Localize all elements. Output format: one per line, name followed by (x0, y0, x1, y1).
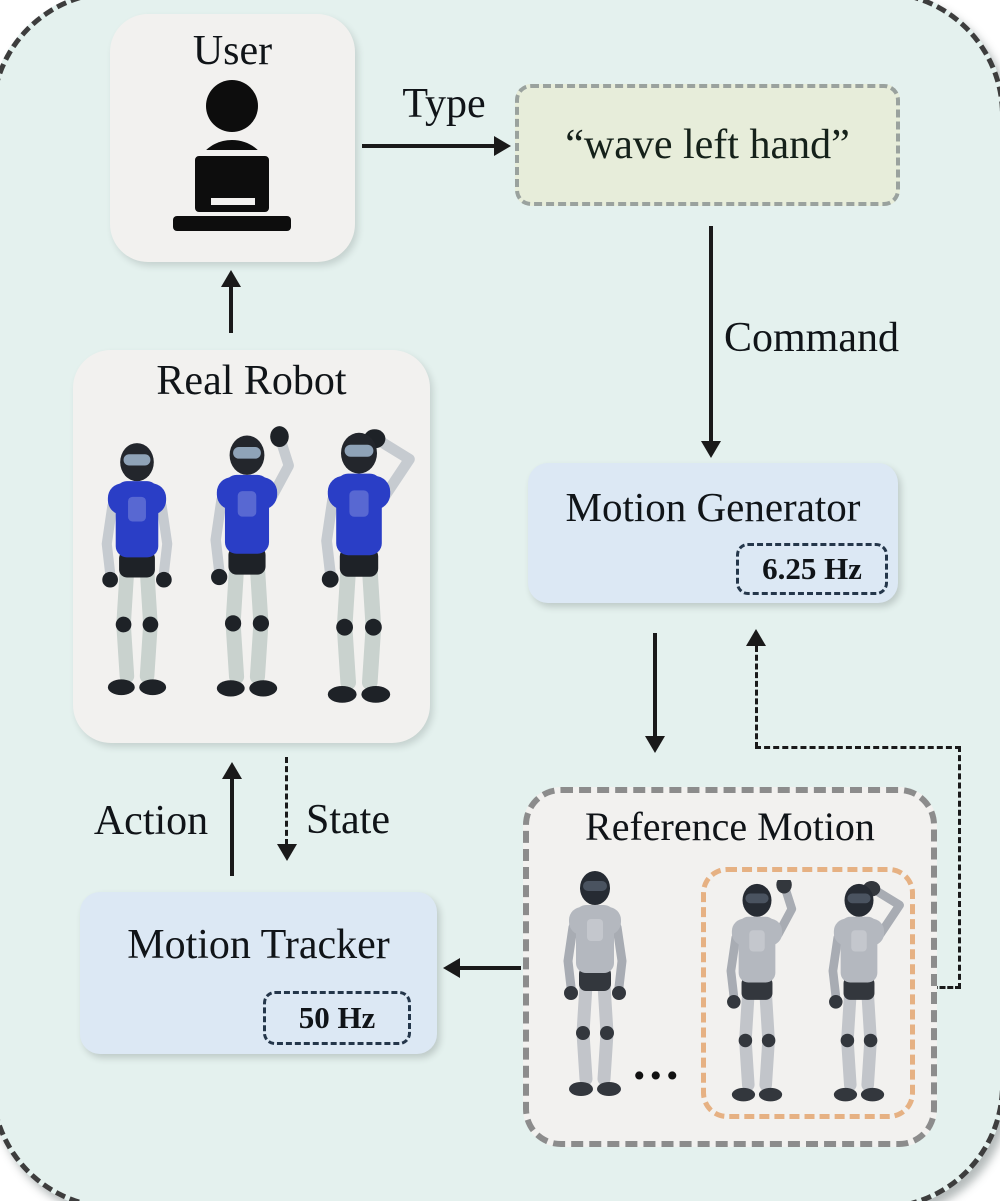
motion-generator-label: Motion Generator (565, 484, 861, 530)
type-arrow (362, 144, 496, 148)
state-arrow (285, 757, 288, 845)
robot-to-user-arrow (229, 287, 233, 333)
feedback-path-bottom-segment (924, 986, 961, 989)
reference-to-tracker-arrow (459, 966, 521, 970)
type-arrowhead (494, 136, 511, 156)
robot-to-user-arrowhead (221, 270, 241, 287)
motion-generator-rate: 6.25 Hz (762, 551, 862, 586)
user-label: User (192, 28, 273, 74)
real-robot-figure-salute (299, 410, 419, 734)
real-robot-label: Real Robot (156, 358, 347, 404)
command-label: Command (724, 315, 899, 361)
sim-robot-wave-figure (708, 880, 806, 1112)
generator-to-reference-arrow (653, 633, 657, 737)
instruction-text: “wave left hand” (565, 122, 850, 168)
feedback-path-up-segment (755, 646, 758, 748)
feedback-path-right-segment (958, 746, 961, 989)
reference-motion-ellipsis: ... (633, 1034, 683, 1090)
motion-tracker-rate-badge: 50 Hz (263, 991, 411, 1045)
user-card: User (110, 14, 355, 262)
reference-motion-label: Reference Motion (585, 804, 875, 849)
real-robot-figure-stand (81, 412, 193, 734)
action-arrowhead (222, 762, 242, 779)
real-robot-card: Real Robot (73, 350, 430, 743)
command-arrowhead (701, 441, 721, 458)
real-robot-figure-wave (189, 406, 305, 734)
motion-tracker-label: Motion Tracker (127, 922, 390, 968)
state-arrowhead (277, 844, 297, 861)
motion-generator-card: Motion Generator 6.25 Hz (528, 463, 898, 603)
type-label: Type (402, 81, 486, 127)
action-arrow (230, 779, 234, 876)
feedback-path-top-segment (755, 746, 961, 749)
sim-robot-stand-figure (545, 865, 645, 1109)
reference-to-tracker-arrowhead (443, 958, 460, 978)
reference-motion-card: Reference Motion ... (523, 787, 937, 1147)
user-at-laptop-icon (173, 80, 291, 232)
sim-robot-salute-figure (810, 880, 908, 1112)
motion-tracker-card: Motion Tracker 50 Hz (80, 892, 437, 1054)
state-label: State (306, 797, 390, 843)
instruction-box: “wave left hand” (515, 84, 900, 206)
motion-tracker-rate: 50 Hz (298, 1000, 376, 1035)
action-label: Action (93, 798, 209, 844)
feedback-arrowhead (746, 629, 766, 646)
command-arrow (709, 226, 713, 442)
motion-generator-rate-badge: 6.25 Hz (736, 543, 888, 595)
generator-to-reference-arrowhead (645, 736, 665, 753)
selected-motion-frame (701, 867, 915, 1119)
